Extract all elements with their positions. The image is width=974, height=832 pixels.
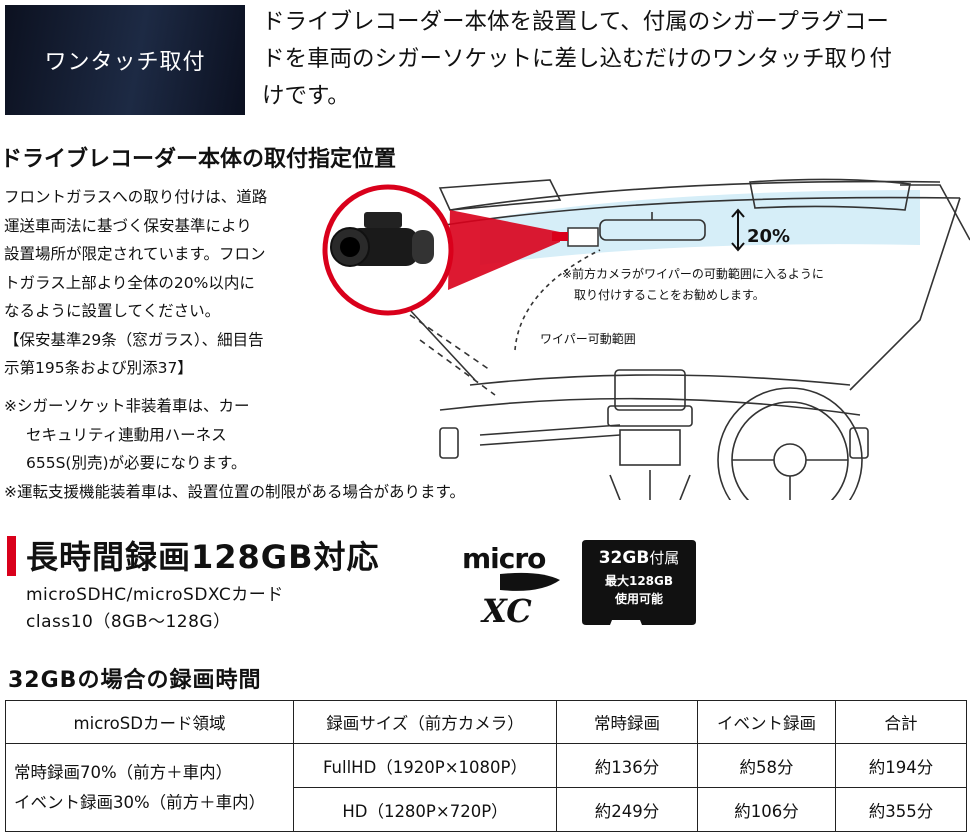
header-continuous: 常時録画: [556, 700, 698, 744]
svg-text:micro: micro: [462, 542, 546, 575]
section-accent-bar: [7, 536, 16, 576]
size-cell: FullHD（1920P×1080P）: [293, 743, 557, 788]
note-line: ※シガーソケット非装着車は、カー: [4, 397, 250, 415]
size-cell: HD（1280P×720P）: [293, 787, 557, 832]
intro-line: ドを車両のシガーソケットに差し込むだけのワンタッチ取り付: [262, 46, 893, 72]
event-cell: 約106分: [697, 787, 836, 832]
header-total: 合計: [835, 700, 967, 744]
card-max: 最大128GB: [604, 574, 674, 588]
install-description: フロントガラスへの取り付けは、道路 運送車両法に基づく保安基準により 設置場所が…: [4, 183, 316, 383]
install-line: 【保安基準29条（窓ガラス）、細目告: [4, 330, 264, 349]
table-row: HD（1280P×720P） 約249分 約106分 約355分: [6, 787, 967, 832]
install-heading: ドライブレコーダー本体の取付指定位置: [0, 147, 397, 172]
card-capacity: 32GB: [598, 548, 650, 568]
note-line: セキュリティ連動用ハーネス: [26, 425, 227, 444]
table-row: 常時録画70%（前方＋車内） イベント録画30%（前方＋車内） FullHD（1…: [5, 743, 967, 832]
region-line: 常時録画70%（前方＋車内）: [14, 762, 233, 782]
continuous-cell: 約249分: [556, 787, 698, 832]
header-size: 録画サイズ（前方カメラ）: [293, 700, 557, 744]
header-event: イベント録画: [697, 700, 836, 744]
total-cell: 約194分: [835, 743, 967, 788]
microsd-xc-logo-icon: micro XC: [462, 542, 560, 628]
badge-label: ワンタッチ取付: [44, 50, 206, 75]
table-heading: 32GBの場合の録画時間: [8, 668, 262, 693]
install-line: 設置場所が限定されています。フロン: [4, 245, 266, 263]
capacity-card-type: microSDHC/microSDXCカード: [26, 585, 284, 605]
install-line: 運送車両法に基づく保安基準により: [4, 216, 252, 235]
card-usable: 使用可能: [614, 592, 663, 606]
camera-note-2: 取り付けすることをお勧めします。: [574, 288, 765, 302]
car-interior-illustration: 20% ※前方カメラがワイパーの可動範囲に入るように 取り付けすることをお勧めし…: [322, 178, 970, 500]
install-line: なるように設置してください。: [4, 302, 221, 320]
table-header-row: microSDカード領域 録画サイズ（前方カメラ） 常時録画 イベント録画 合計: [5, 700, 967, 744]
one-touch-badge: ワンタッチ取付: [5, 5, 245, 115]
note-line: 655S(別売)が必要になります。: [26, 454, 247, 472]
card-included: 付属: [649, 549, 680, 567]
region-cell: 常時録画70%（前方＋車内） イベント録画30%（前方＋車内）: [5, 743, 294, 832]
install-line: フロントガラスへの取り付けは、道路: [4, 188, 268, 206]
continuous-cell: 約136分: [556, 743, 698, 788]
camera-note-1: ※前方カメラがワイパーの可動範囲に入るように: [562, 266, 824, 281]
install-line: 示第195条および別添37】: [4, 359, 193, 377]
recording-time-table: microSDカード領域 録画サイズ（前方カメラ） 常時録画 イベント録画 合計…: [5, 700, 967, 832]
total-cell: 約355分: [835, 787, 967, 832]
wiper-label: ワイパー可動範囲: [540, 331, 636, 346]
region-line: イベント録画30%（前方＋車内）: [14, 792, 266, 812]
header-region: microSDカード領域: [5, 700, 294, 744]
capacity-card-class: class10（8GB～128G）: [26, 612, 231, 632]
intro-line: けです。: [262, 83, 350, 109]
capacity-heading: 長時間録画128GB対応: [26, 538, 380, 576]
assist-note: ※運転支援機能装着車は、設置位置の制限がある場合があります。: [4, 483, 465, 501]
percent-label: 20%: [747, 226, 790, 247]
install-line: トガラス上部より全体の20%以内に: [4, 273, 255, 292]
svg-text:XC: XC: [480, 592, 532, 628]
socket-note: ※シガーソケット非装着車は、カー セキュリティ連動用ハーネス 655S(別売)が…: [4, 392, 314, 478]
intro-text: ドライブレコーダー本体を設置して、付属のシガープラグコー ドを車両のシガーソケッ…: [262, 4, 962, 115]
intro-line: ドライブレコーダー本体を設置して、付属のシガープラグコー: [262, 9, 889, 35]
event-cell: 約58分: [697, 743, 836, 788]
sd-card-icon: 32GB付属 最大128GB 使用可能: [582, 540, 696, 625]
